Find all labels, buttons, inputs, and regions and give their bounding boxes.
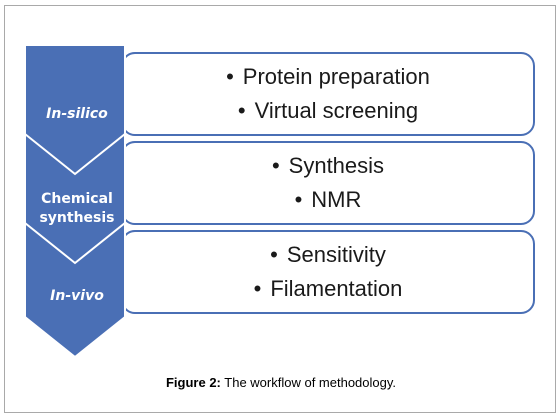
workflow-graphic (24, 44, 535, 359)
bullet-dot-icon: • (253, 276, 262, 301)
stage-items-3: • Sensitivity • Filamentation (122, 231, 534, 313)
bullet-item: • Sensitivity (270, 238, 386, 272)
bullet-item: • Virtual screening (238, 94, 418, 128)
bullet-dot-icon: • (270, 242, 278, 267)
stage-items-1: • Protein preparation • Virtual screening (122, 53, 534, 135)
bullet-text: Filamentation (270, 276, 403, 301)
bullet-dot-icon: • (271, 153, 280, 178)
stage-label-2: Chemical synthesis (35, 190, 119, 228)
bullet-item: • NMR (295, 183, 362, 217)
stage-label-line: In-silico (46, 105, 108, 122)
bullet-text: Virtual screening (254, 98, 419, 123)
bullet-item: • Synthesis (272, 149, 384, 183)
stage-label-3: In-vivo (35, 287, 119, 306)
bullet-text: Synthesis (288, 153, 385, 178)
bullet-item: • Filamentation (254, 272, 403, 306)
bullet-text: Protein preparation (242, 64, 430, 89)
bullet-text: Sensitivity (286, 242, 386, 267)
stage-chevron-3 (24, 220, 126, 359)
stage-label-line: synthesis (39, 210, 115, 226)
bullet-dot-icon: • (294, 187, 303, 212)
caption-prefix: Figure 2: (165, 375, 221, 390)
bullet-text: NMR (311, 187, 362, 212)
caption-text: The workflow of methodology. (224, 375, 397, 390)
stage-items-2: • Synthesis • NMR (122, 142, 534, 224)
bullet-dot-icon: • (226, 64, 234, 89)
bullet-dot-icon: • (237, 98, 246, 123)
figure-caption: Figure 2: The workflow of methodology. (5, 375, 557, 390)
stage-label-line: Chemical (41, 191, 113, 207)
stage-label-line: In-vivo (50, 287, 104, 304)
bullet-item: • Protein preparation (226, 60, 430, 94)
stage-label-1: In-silico (35, 105, 119, 124)
